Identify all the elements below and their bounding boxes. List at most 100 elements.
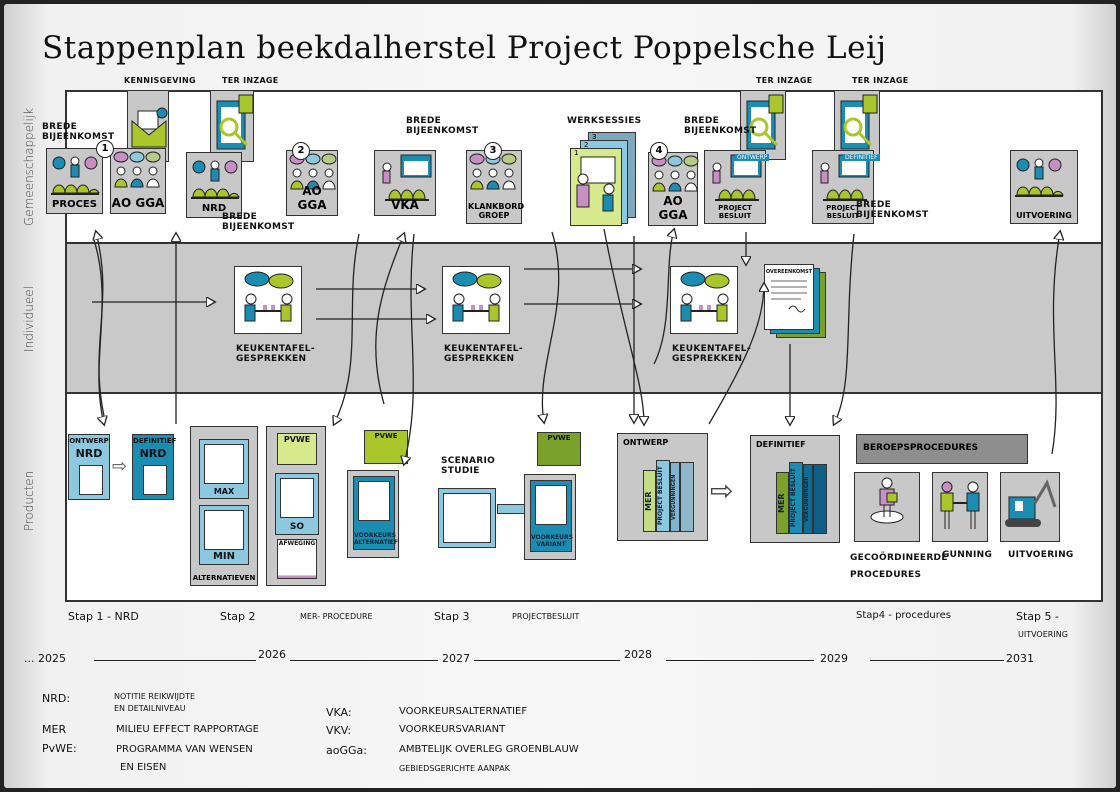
card-definitief-books: Definitief MER Project besluit Vergunnin… <box>750 435 840 543</box>
book-mer: MER <box>643 470 656 532</box>
card-vka: VKA <box>374 150 436 216</box>
legend-value: Voorkeursalternatief <box>399 706 528 717</box>
label-brede-bijeenkomst-5: Brede Bijeenkomst <box>856 200 929 221</box>
step-3-name: projectbesluit <box>512 612 580 621</box>
magnifier-map-icon <box>835 91 879 161</box>
step-5: Stap 5 - <box>1016 610 1059 623</box>
map-icon <box>204 510 244 550</box>
label-brede-bijeenkomst-4: Brede Bijeenkomst <box>684 116 757 137</box>
legend-value: Programma van wensen <box>116 744 253 755</box>
label-brede-bijeenkomst-3: Brede Bijeenkomst <box>406 116 479 137</box>
doc-label: PvWE <box>374 432 398 440</box>
card-uitvoering <box>1000 472 1060 542</box>
legend-value: Voorkeursvariant <box>399 724 506 735</box>
step-4: Stap4 - procedures <box>856 610 952 621</box>
lane-label-gemeenschappelijk: Gemeenschappelijk <box>22 107 36 227</box>
map-icon <box>79 465 103 495</box>
card-project-besluit-definitief: DefinitiefProject besluit <box>812 150 880 224</box>
card-proces: Proces <box>46 148 103 214</box>
pvwe-document: PvWE <box>277 433 317 465</box>
arrow-icon: ⇨ <box>710 474 734 507</box>
handshake-icon <box>933 473 987 545</box>
alternative-min: Min <box>199 505 249 565</box>
legend-key: MER <box>42 723 67 736</box>
legend-value: ambtelijk overleg Groenblauw <box>399 744 579 755</box>
card-label: AO GGA <box>111 196 165 210</box>
card-keukentafel-2 <box>442 266 510 334</box>
book-vergunningen: Vergunningen <box>670 462 680 532</box>
year-2027: 2027 <box>442 652 470 665</box>
card-voorkeursalternatief: Voorkeurs alternatief <box>347 470 399 558</box>
presentation-icon <box>705 151 765 207</box>
doc-label: Min <box>212 551 236 562</box>
card-gunning <box>932 472 988 542</box>
scenario-chart-icon <box>443 493 491 543</box>
workshop-icon <box>571 149 621 223</box>
year-2028: 2028 <box>624 648 652 661</box>
doc-label: PvWE <box>547 434 571 442</box>
step-2: Stap 2 <box>220 610 256 623</box>
step-marker-4: 4 <box>650 142 668 160</box>
lane-individueel <box>67 244 1101 394</box>
group-icon <box>649 153 701 197</box>
card-project-besluit-ontwerp: OntwerpProject besluit <box>704 150 770 224</box>
label-keukentafel-1: Keukentafel-gesprekken <box>236 344 315 365</box>
step-3: Stap 3 <box>434 610 470 623</box>
card-ter-inzage-definitief <box>834 90 880 160</box>
label-uitvoering: Uitvoering <box>1008 550 1074 560</box>
card-ao-gga-2: AO GGA <box>286 150 338 216</box>
legend-key: VKA: <box>326 706 352 719</box>
audience-icon <box>47 149 103 201</box>
map-icon <box>358 481 390 521</box>
legend-value: Gebiedsgerichte aanpak <box>399 764 510 773</box>
kitchen-table-icon <box>443 267 509 337</box>
beroepsprocedures-bar: Beroepsprocedures <box>856 434 1028 464</box>
timeline-segment <box>474 660 620 661</box>
page-number: 1 <box>574 149 579 157</box>
magnifier-map-icon <box>741 91 785 161</box>
card-label: AO GGA <box>297 184 327 212</box>
step-marker-2: 2 <box>292 142 310 160</box>
scenario-studie-document <box>438 488 496 548</box>
card-label: Definitief <box>756 440 806 449</box>
pvwe-document-3: PvWE <box>537 432 581 466</box>
map-icon <box>535 485 567 525</box>
envelope-icon <box>128 91 170 155</box>
table-label: afweging <box>278 540 316 575</box>
step-1: Stap 1 - NRD <box>68 610 139 623</box>
step-marker-3: 3 <box>484 142 502 160</box>
arrow-icon: ⇨ <box>112 456 128 477</box>
step-marker-1: 1 <box>96 140 114 158</box>
label-ter-inzage-3: Ter inzage <box>852 76 909 85</box>
card-ao-gga-3: ao GGa <box>648 152 701 226</box>
legend-key: PvWE: <box>42 742 77 755</box>
doc-title: NRD <box>139 447 167 460</box>
pvwe-document-2: PvWE <box>364 430 408 464</box>
map-icon <box>204 444 244 484</box>
step-5-name: uitvoering <box>1018 630 1068 639</box>
label-gecoordineerde-procedures: Gecoördineerde procedures <box>850 553 948 581</box>
afweging-table: afweging <box>277 539 317 579</box>
werksessie-page-1: 1 <box>570 148 622 226</box>
card-label: uitvoering <box>1016 211 1072 220</box>
legend-key: VKV: <box>326 724 352 737</box>
card-alternatieven: Max Min alternatieven <box>190 426 258 586</box>
card-ter-inzage-nrd <box>210 90 254 162</box>
legend-value: en eisen <box>120 762 167 773</box>
magnifier-document-icon <box>211 91 255 161</box>
card-ter-inzage-ontwerp <box>740 90 786 160</box>
label-keukentafel-3: Keukentafel-gesprekken <box>672 344 751 365</box>
doc-label: Voorkeurs alternatief <box>354 532 399 546</box>
book-mer: MER <box>776 472 789 534</box>
doc-label: Ontwerp <box>69 437 109 445</box>
voorkeursalternatief-document: Voorkeurs alternatief <box>353 476 399 550</box>
card-keukentafel-1 <box>234 266 302 334</box>
page-title: Stappenplan beekdalherstel Project Poppe… <box>42 30 887 66</box>
card-ontwerp-books: Ontwerp MER Project besluit Vergunningen <box>617 433 708 541</box>
label-werksessies: Werksessies <box>567 116 642 126</box>
ontwerp-nrd-notebook: OntwerpNRD <box>68 434 110 500</box>
card-voorkeursvariant: Voorkeurs variant <box>524 474 576 560</box>
card-uitvoering-bijeenkomst: uitvoering <box>1010 150 1078 224</box>
book-project-besluit: Project besluit <box>789 462 803 534</box>
screen-label: Ontwerp <box>735 154 770 161</box>
